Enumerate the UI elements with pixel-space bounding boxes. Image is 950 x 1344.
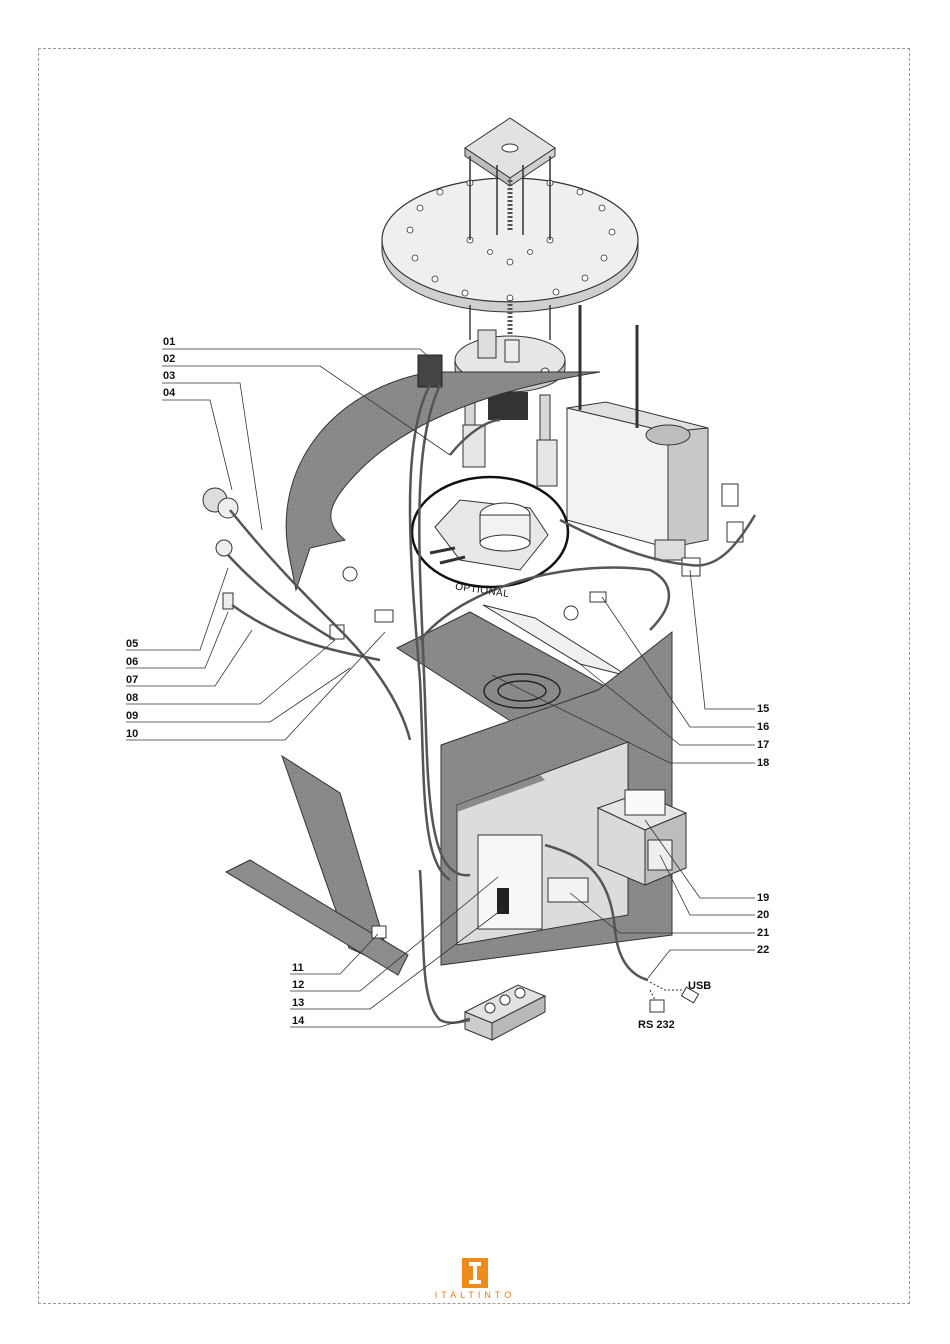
callout-08: 08 (126, 692, 138, 704)
callout-20: 20 (757, 909, 769, 921)
callout-15: 15 (757, 703, 769, 715)
callout-19: 19 (757, 892, 769, 904)
optional-detail (412, 477, 568, 587)
turntable-disc (382, 178, 638, 312)
italtinto-logo-icon (462, 1258, 488, 1288)
motor-plate (455, 330, 565, 486)
callout-16: 16 (757, 721, 769, 733)
callout-21: 21 (757, 927, 769, 939)
callout-07: 07 (126, 674, 138, 686)
water-tank (567, 305, 708, 560)
callout-22: 22 (757, 944, 769, 956)
callout-13: 13 (292, 997, 304, 1009)
support-leg (226, 756, 408, 975)
callout-01: 01 (163, 336, 175, 348)
callouts-right: 15 16 17 18 19 20 21 22 (757, 703, 769, 956)
callout-06: 06 (126, 656, 138, 668)
callout-09: 09 (126, 710, 138, 722)
callout-03: 03 (163, 370, 175, 382)
brand-name: ITALTINTO (0, 1290, 950, 1300)
callout-04: 04 (163, 387, 176, 399)
callout-05: 05 (126, 638, 138, 650)
callouts-left: 01 02 03 04 05 06 07 08 09 10 11 12 13 1… (126, 336, 305, 1027)
callout-11: 11 (292, 962, 304, 974)
callout-14: 14 (292, 1015, 305, 1027)
power-strip (465, 985, 545, 1040)
callout-12: 12 (292, 979, 304, 991)
callout-10: 10 (126, 728, 138, 740)
callout-17: 17 (757, 739, 769, 751)
callout-18: 18 (757, 757, 769, 769)
transformer (598, 790, 686, 885)
usb-label: USB (688, 980, 711, 992)
callout-02: 02 (163, 353, 175, 365)
rs232-label: RS 232 (638, 1019, 675, 1031)
